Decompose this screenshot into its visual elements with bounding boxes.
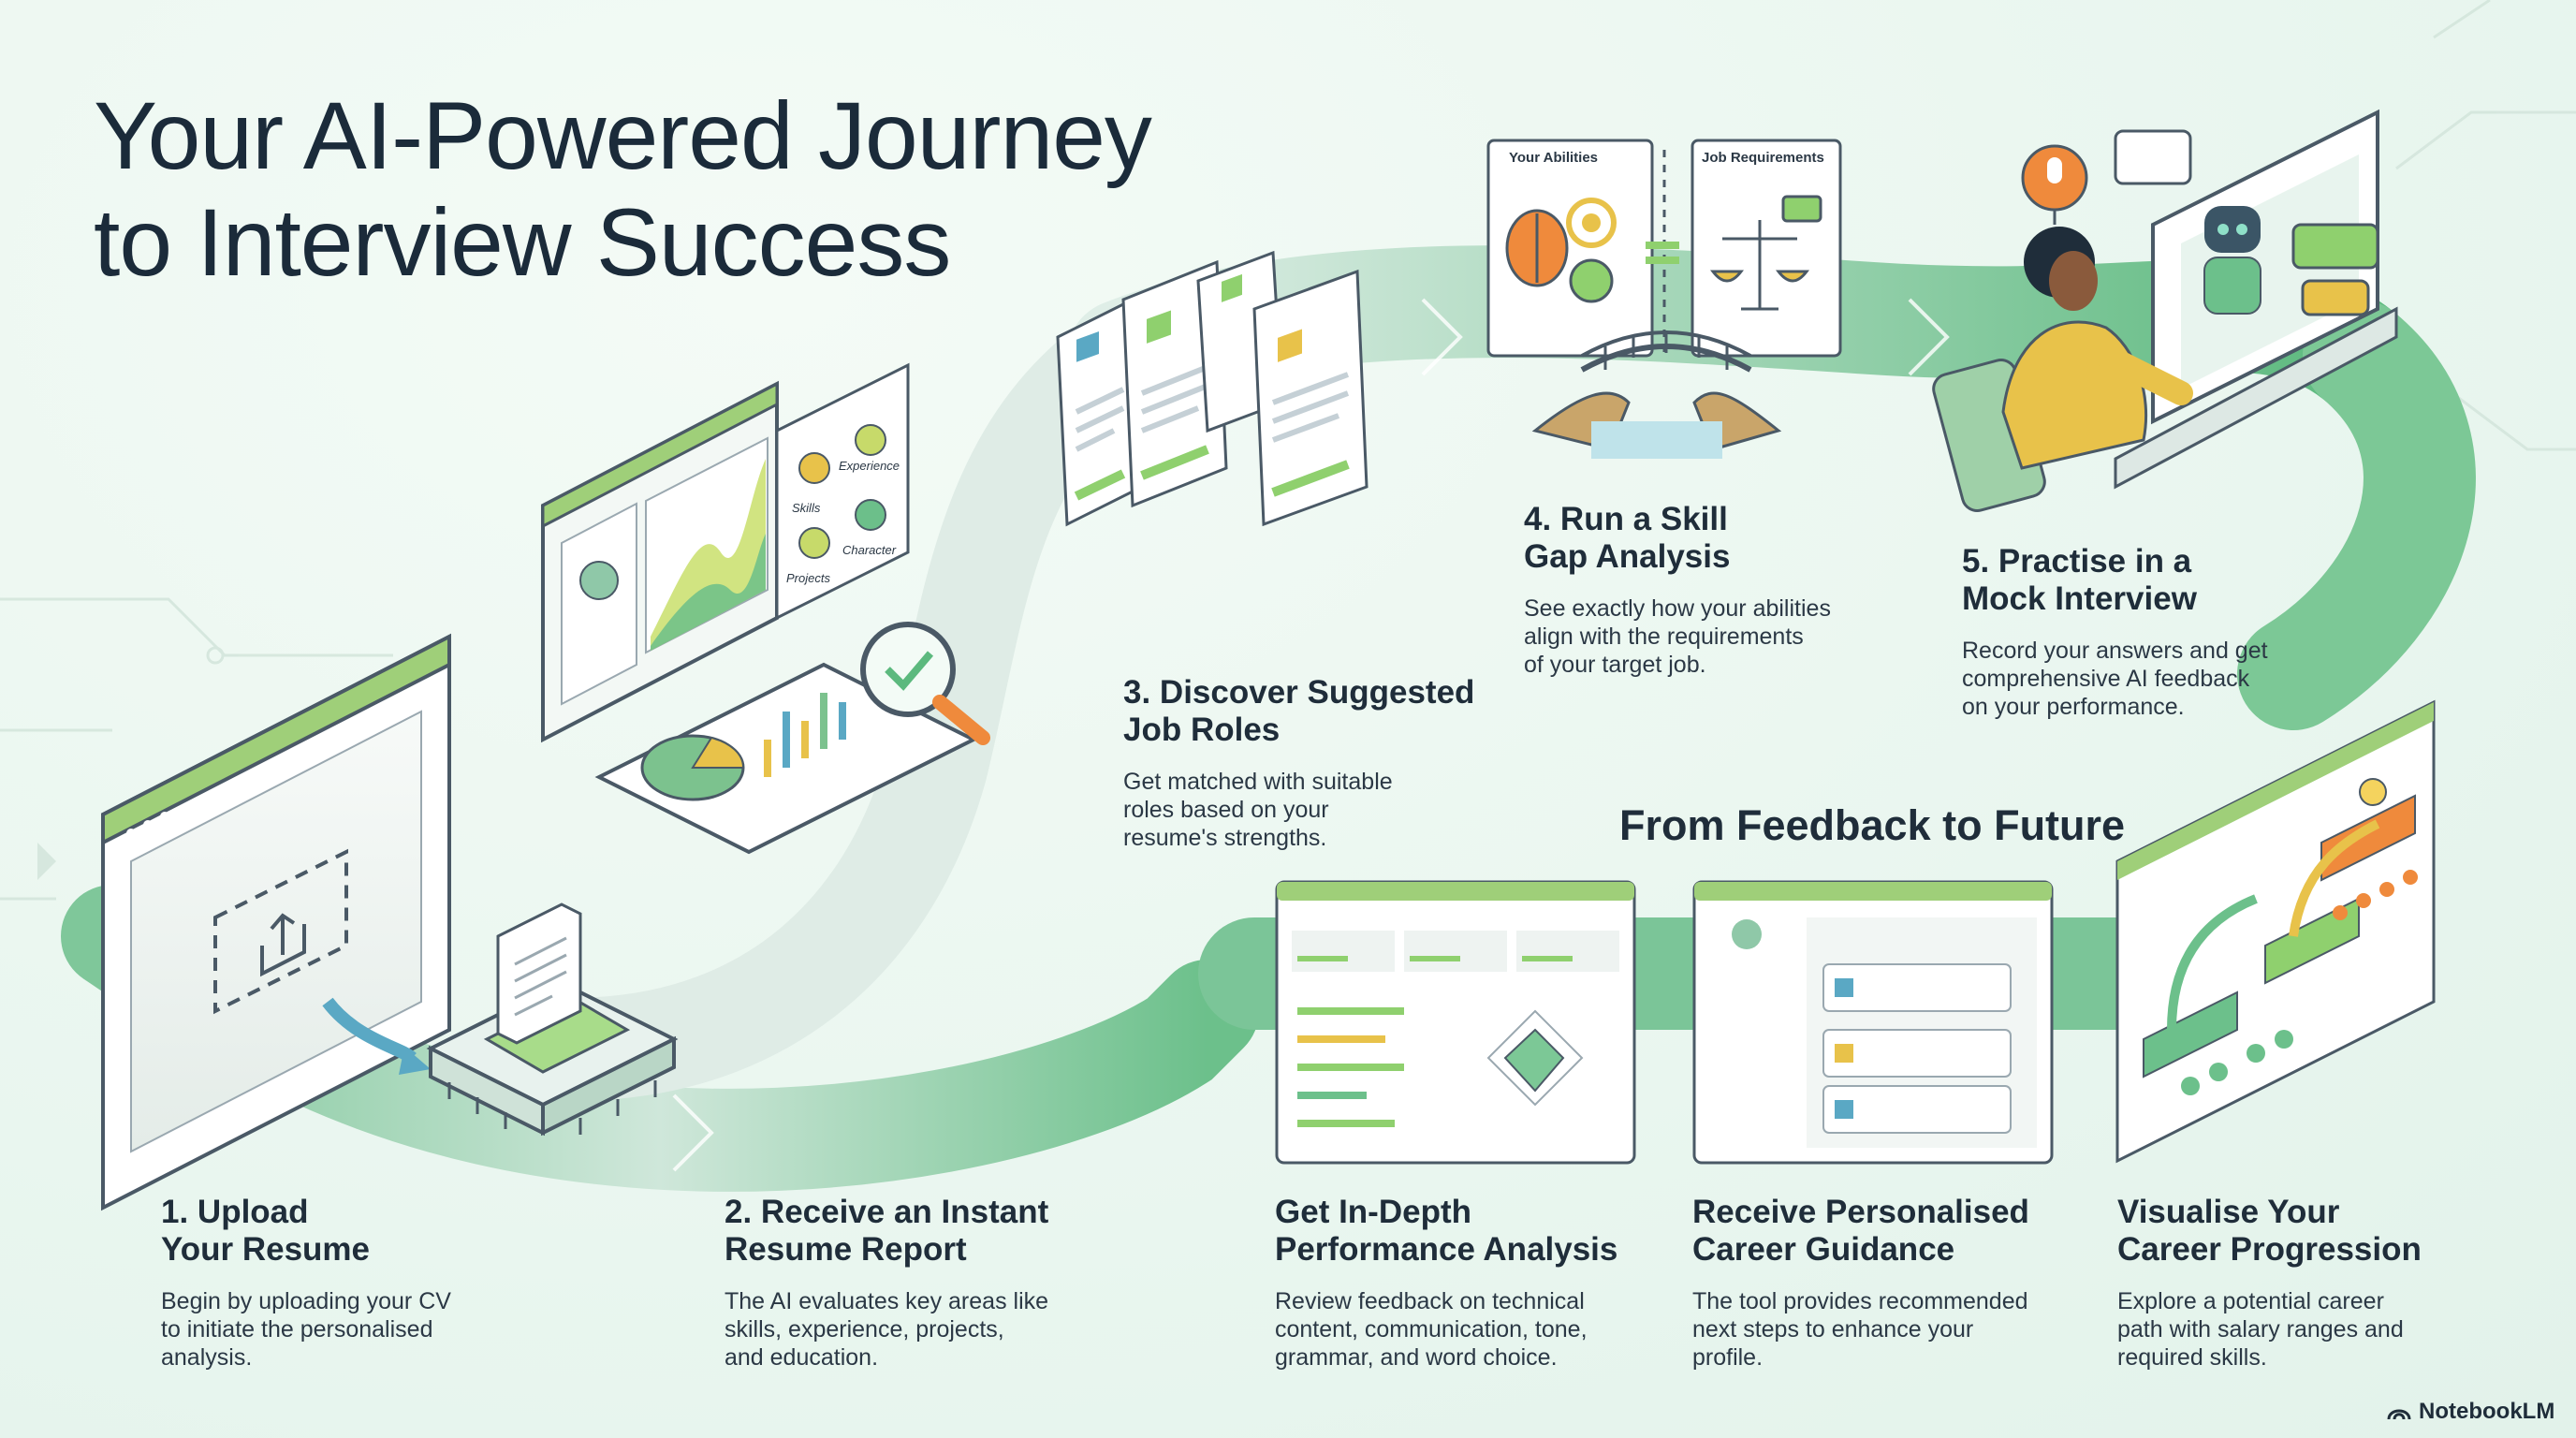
section-heading: From Feedback to Future bbox=[1619, 801, 2126, 849]
report-card-skills: Skills bbox=[792, 501, 821, 515]
notebooklm-brand: NotebookLM bbox=[2387, 1399, 2554, 1425]
report-card-experience: Experience bbox=[839, 459, 900, 473]
step-1-heading-line-1: 1. Upload bbox=[161, 1194, 309, 1230]
upload-icon bbox=[213, 848, 348, 1015]
step-3-body-line-1: Get matched with suitable bbox=[1123, 769, 1393, 795]
career-progression-body-line-3: required skills. bbox=[2117, 1344, 2267, 1371]
step-2-heading-line-2: Resume Report bbox=[724, 1231, 967, 1268]
step-5-heading-line-2: Mock Interview bbox=[1962, 580, 2197, 617]
report-card-character: Character bbox=[842, 543, 897, 557]
step-3-heading-line-1: 3. Discover Suggested bbox=[1123, 674, 1475, 711]
step-4-body-line-1: See exactly how your abilities bbox=[1524, 595, 1831, 622]
step-1-body-line-1: Begin by uploading your CV bbox=[161, 1288, 451, 1314]
mock-interview-illustration bbox=[1932, 109, 2398, 512]
scales-icon bbox=[1709, 195, 1822, 311]
step-4-heading-line-2: Gap Analysis bbox=[1524, 538, 1731, 575]
step-1-body-line-3: analysis. bbox=[161, 1344, 253, 1371]
step-1-body-line-2: to initiate the personalised bbox=[161, 1316, 433, 1343]
career-guidance-dashboard bbox=[1692, 880, 2054, 1165]
career-guidance-heading-line-1: Receive Personalised bbox=[1692, 1194, 2029, 1230]
career-progression-board bbox=[2115, 699, 2436, 1164]
performance-analysis-body-line-2: content, communication, tone, bbox=[1275, 1316, 1588, 1343]
step-5-body-line-3: on your performance. bbox=[1962, 694, 2185, 720]
step-2-heading-line-1: 2. Receive an Instant bbox=[724, 1194, 1049, 1230]
report-card-projects: Projects bbox=[786, 571, 830, 585]
step-4-heading-line-1: 4. Run a Skill bbox=[1524, 501, 1728, 537]
microphone-icon bbox=[2021, 144, 2088, 225]
title-line-1: Your AI-Powered Journey bbox=[94, 82, 1152, 189]
performance-analysis-body-line-1: Review feedback on technical bbox=[1275, 1288, 1585, 1314]
career-guidance-body-line-1: The tool provides recommended bbox=[1692, 1288, 2028, 1314]
your-abilities-label: Your Abilities bbox=[1509, 150, 1599, 166]
step-3-body-line-2: roles based on your bbox=[1123, 797, 1329, 823]
step-5-heading-line-1: 5. Practise in a bbox=[1962, 543, 2192, 580]
step-3-heading-line-2: Job Roles bbox=[1123, 712, 1281, 748]
robot-icon bbox=[2203, 206, 2261, 315]
career-guidance-heading-line-2: Career Guidance bbox=[1692, 1231, 1955, 1268]
brain-icon bbox=[1505, 209, 1569, 287]
job-role-cards bbox=[1056, 250, 1368, 527]
skill-gap-illustration bbox=[1486, 139, 1842, 459]
career-progression-heading-line-1: Visualise Your bbox=[2117, 1194, 2340, 1230]
career-guidance-body-line-3: profile. bbox=[1692, 1344, 1764, 1371]
job-requirements-label: Job Requirements bbox=[1702, 150, 1824, 166]
step-2-body-line-1: The AI evaluates key areas like bbox=[724, 1288, 1049, 1314]
magnifier-check-icon bbox=[860, 622, 990, 745]
career-progression-body-line-2: path with salary ranges and bbox=[2117, 1316, 2404, 1343]
performance-dashboard bbox=[1275, 880, 1636, 1165]
step-4-body-line-2: align with the requirements bbox=[1524, 624, 1804, 650]
performance-analysis-heading-line-1: Get In-Depth bbox=[1275, 1194, 1471, 1230]
page-title: Your AI-Powered Journey to Interview Suc… bbox=[94, 82, 1310, 296]
career-progression-heading-line-2: Career Progression bbox=[2117, 1231, 2422, 1268]
resume-report-panel bbox=[541, 362, 990, 855]
career-progression-body-line-1: Explore a potential career bbox=[2117, 1288, 2384, 1314]
step-3-body-line-3: resume's strengths. bbox=[1123, 825, 1327, 851]
lightbulb-icon bbox=[2359, 778, 2387, 806]
upload-monitor bbox=[101, 633, 451, 1211]
step-5-body-line-2: comprehensive AI feedback bbox=[1962, 666, 2250, 692]
step-2-body-line-2: skills, experience, projects, bbox=[724, 1316, 1004, 1343]
step-4-body-line-3: of your target job. bbox=[1524, 652, 1706, 678]
career-guidance-body-line-2: next steps to enhance your bbox=[1692, 1316, 1974, 1343]
brand-name: NotebookLM bbox=[2419, 1399, 2555, 1424]
performance-analysis-body-line-3: grammar, and word choice. bbox=[1275, 1344, 1558, 1371]
processor-chip bbox=[426, 902, 679, 1137]
circuit-decoration bbox=[0, 0, 2576, 901]
title-line-2: to Interview Success bbox=[94, 189, 951, 296]
step-2-body-line-3: and education. bbox=[724, 1344, 879, 1371]
target-icon bbox=[1566, 198, 1617, 303]
notebooklm-logo-icon bbox=[2387, 1409, 2411, 1420]
step-1-heading-line-2: Your Resume bbox=[161, 1231, 371, 1268]
step-5-body-line-1: Record your answers and get bbox=[1962, 638, 2268, 664]
performance-analysis-heading-line-2: Performance Analysis bbox=[1275, 1231, 1618, 1268]
